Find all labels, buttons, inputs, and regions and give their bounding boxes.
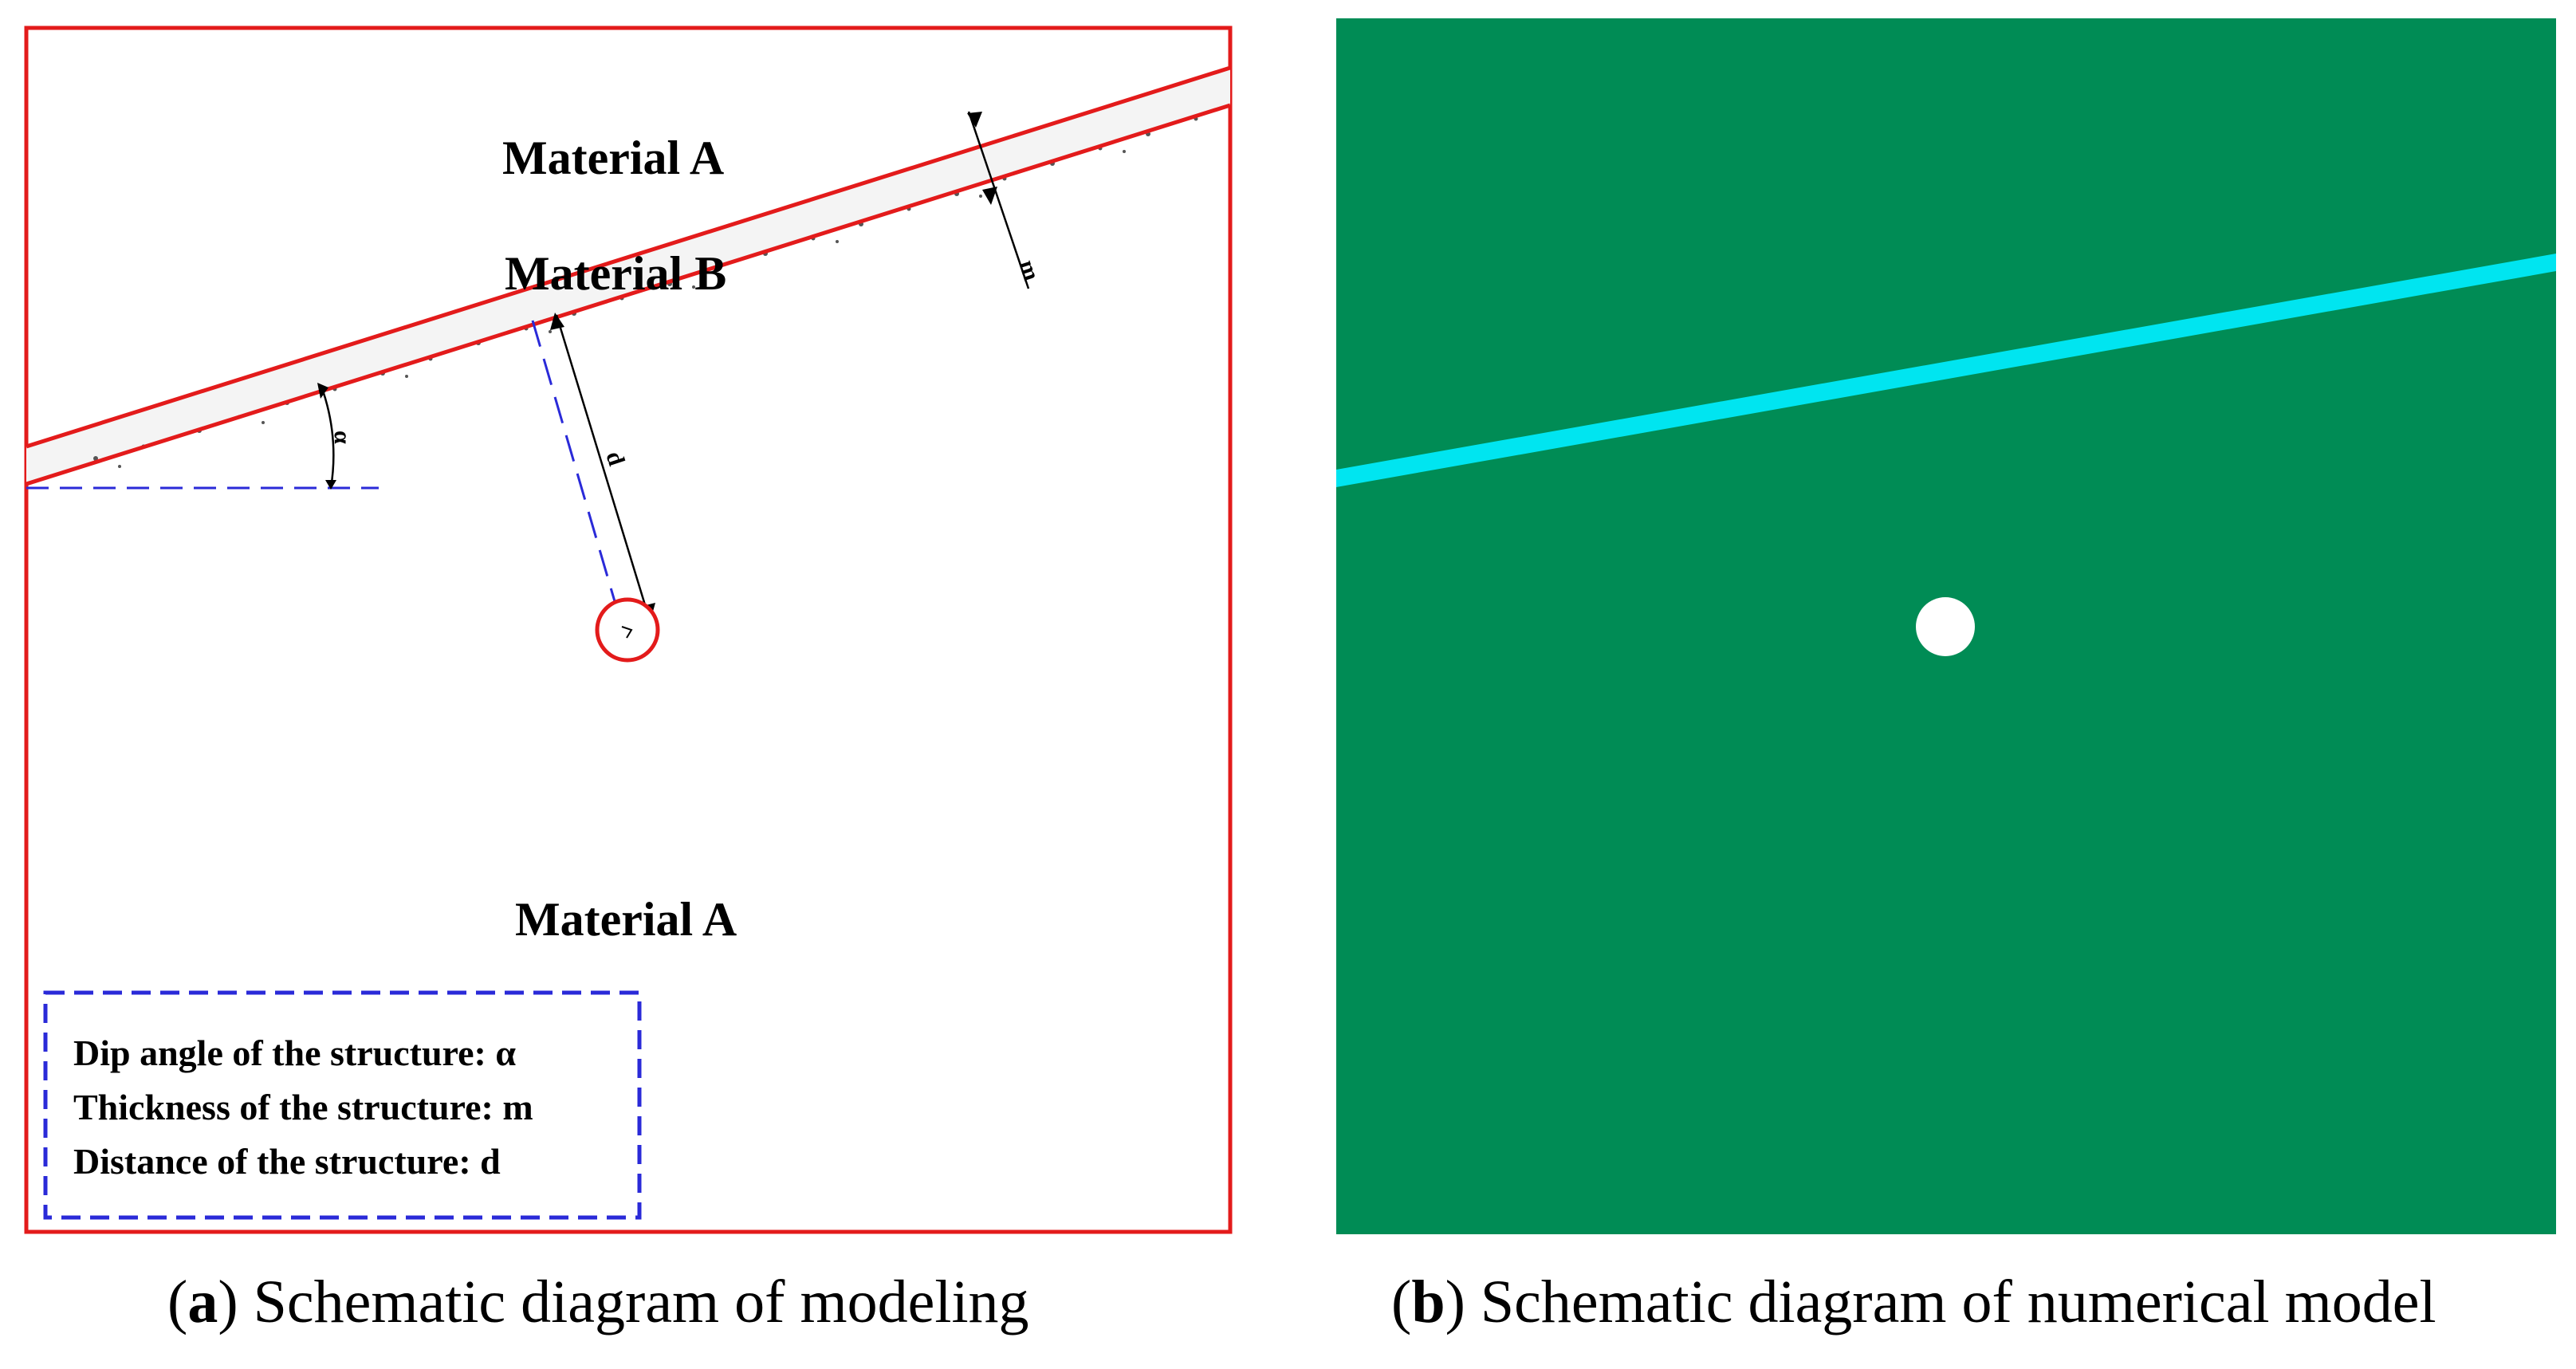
tunnel-opening [1916,597,1975,656]
dip-angle-arrow-bottom [325,480,336,490]
alpha-symbol: α [329,431,356,444]
structure-lower-boundary [26,103,1231,486]
structure-upper-boundary [26,65,1231,449]
caption-b: (b) Schematic diagram of numerical model [1391,1269,2436,1336]
material-b-label: Material B [505,247,726,300]
dip-angle-arc [321,390,335,489]
caption-a: (a) Schematic diagram of modeling [167,1269,1029,1336]
material-a-top-label: Material A [502,132,724,184]
thickness-arrow-bottom [982,187,997,205]
panel-a: α m d Material A Material B Material A D… [24,26,1233,1234]
panel-b [1336,18,2556,1234]
right-angle-mark [621,626,633,639]
legend-line-distance: Distance of the structure: d [73,1141,501,1182]
legend-box [43,990,642,1220]
caption-b-text: Schematic diagram of numerical model [1480,1269,2436,1336]
dip-angle-arrow-top [317,383,328,399]
caption-a-text: Schematic diagram of modeling [253,1269,1029,1336]
caption-b-letter: b [1411,1269,1445,1336]
legend-line-dip-angle: Dip angle of the structure: α [73,1033,516,1073]
thickness-dim-line [967,111,1030,289]
tunnel-circle [595,597,660,663]
material-a-bottom-label: Material A [515,893,737,946]
distance-dashed-line [531,320,623,627]
structure-band [26,68,1230,484]
distance-arrow-top [550,313,564,330]
caption-a-letter: a [187,1269,218,1336]
distance-dim-line [555,314,651,619]
legend-line-thickness: Thickness of the structure: m [73,1087,533,1127]
structure-layer-cyan [1336,254,2556,487]
thickness-arrow-top [967,112,982,128]
